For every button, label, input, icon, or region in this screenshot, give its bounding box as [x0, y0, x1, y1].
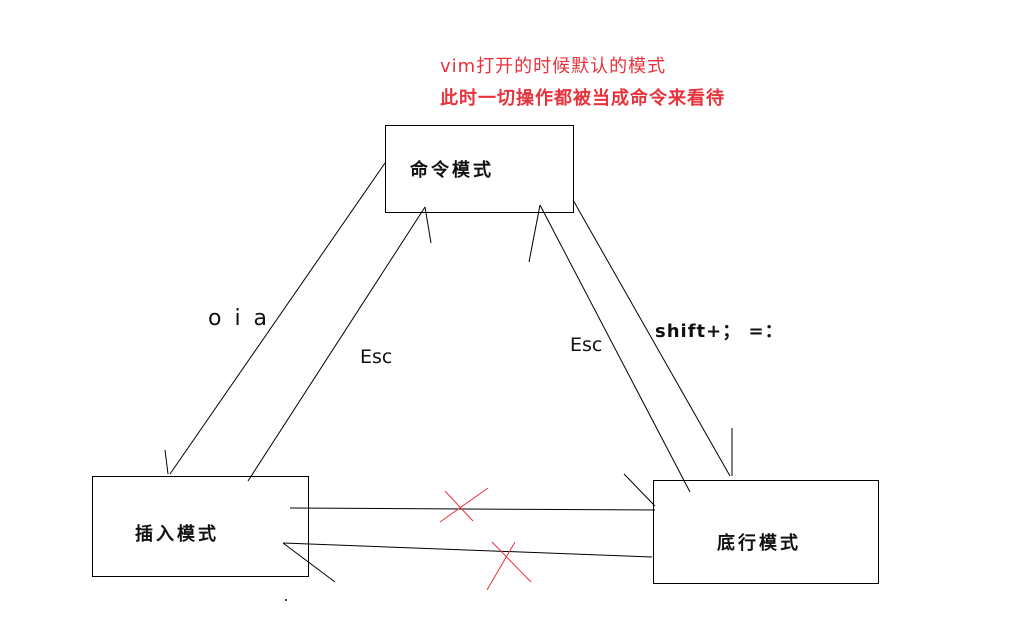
edge-insert-to-command — [247, 206, 426, 482]
label-shift-colon: shift+； =： — [655, 321, 784, 342]
label-esc-insert: Esc — [360, 346, 393, 368]
arrowhead-lastline-to-command — [528, 204, 541, 263]
command-mode-box: 命令模式 — [385, 125, 574, 213]
note-line-2: 此时一切操作都被当成命令来看待 — [440, 88, 725, 109]
arrowhead-command-to-insert — [164, 449, 169, 475]
command-mode-label: 命令模式 — [410, 160, 494, 181]
last-line-mode-label: 底行模式 — [717, 533, 801, 554]
stray-dot — [285, 599, 287, 601]
cross-mark-bottom — [486, 541, 532, 591]
label-oia: o i a — [208, 306, 271, 331]
edge-insert-to-lastline — [289, 507, 656, 511]
edge-lastline-to-insert — [282, 542, 653, 558]
label-esc-lastline: Esc — [570, 334, 603, 356]
last-line-mode-box: 底行模式 — [653, 480, 879, 584]
insert-mode-box: 插入模式 — [92, 476, 309, 577]
insert-mode-label: 插入模式 — [135, 524, 219, 545]
arrowhead-lastline-to-insert — [282, 542, 336, 583]
arrowhead-insert-to-command — [424, 206, 432, 244]
arrowhead-insert-to-lastline — [623, 473, 656, 507]
edge-lastline-to-command — [539, 204, 691, 493]
edge-command-to-lastline — [572, 199, 731, 477]
cross-mark-top — [439, 487, 489, 523]
note-line-1: vim打开的时候默认的模式 — [440, 56, 667, 77]
edge-command-to-insert — [169, 162, 386, 475]
